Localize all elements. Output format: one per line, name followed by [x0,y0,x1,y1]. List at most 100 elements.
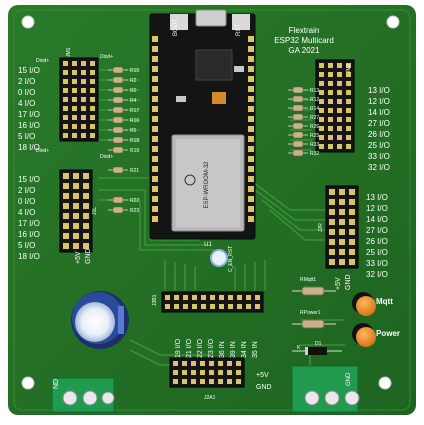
right-top-labels: 13 I/O12 I/O14 I/O27 I/O26 I/O25 I/O33 I… [368,86,390,172]
io-label: 34 IN [241,341,248,358]
resistor-label: R0 [130,88,137,94]
esp-pin [152,36,158,42]
esp-pin [248,186,254,192]
esp-pin [152,76,158,82]
header-pin [191,361,196,366]
header-pin [339,259,345,265]
io-label: 0 I/O [18,197,35,206]
esp-pin [152,166,158,172]
header-pin [81,97,86,102]
io-label: 25 I/O [368,141,390,150]
right-power-5v: +5V [335,277,342,290]
resistor-label: R23 [130,208,139,214]
esp-left-pins [152,36,158,222]
diod-plus-2: Diod+ [100,54,113,60]
esp-pin [248,136,254,142]
esp-pin [152,206,158,212]
resistor-label: R12 [310,97,319,103]
header-pin [192,295,197,300]
header-pin [337,63,342,68]
header-pin [346,72,351,77]
header-pin [337,108,342,113]
resistor-label: R26 [310,124,319,130]
header-pin [329,219,335,225]
left-power-gnd: GND [85,248,92,264]
header-pin [182,370,187,375]
rmqtt-body [301,286,325,296]
header-pin [72,88,77,93]
jm2-header [315,59,355,153]
diod-plus-3: Diod+ [36,148,49,154]
io-label: 17 I/O [18,110,40,119]
header-pin [319,90,324,95]
esp-pin [152,66,158,72]
header-pin [329,189,335,195]
resistor: R17 [108,106,139,114]
rst-label: RST [236,24,242,36]
esp-pin [152,116,158,122]
esp-pin [248,206,254,212]
header-pin [174,304,179,309]
esp-pin [248,166,254,172]
header-pin [339,199,345,205]
resistor: R23 [108,206,139,214]
header-pin [255,295,260,300]
header-pin [328,108,333,113]
io-label: 13 I/O [368,86,390,95]
resistor-label: R33 [310,142,319,148]
header-pin [346,90,351,95]
io-label: 18 I/O [18,252,40,261]
header-pin [228,295,233,300]
header-pin [173,379,178,384]
io-label: 16 I/O [18,230,40,239]
io-label: 5 I/O [18,132,35,141]
header-pin [81,106,86,111]
resistor: R12 [288,95,319,103]
j3b1-label: J3B1 [152,294,158,306]
header-pin [319,63,324,68]
header-pin [63,243,69,249]
io-label: 17 I/O [18,219,40,228]
io-label: 19 I/O [175,338,182,358]
header-pin [81,79,86,84]
io-label: 14 I/O [368,108,390,117]
voltage-regulator [212,92,226,104]
io-label: 12 I/O [368,97,390,106]
header-pin [218,370,223,375]
header-pin [349,229,355,235]
header-pin [83,183,89,189]
io-label: 26 I/O [368,130,390,139]
term-left-label: ND [53,379,60,389]
esp-pin [152,56,158,62]
header-pin [349,189,355,195]
header-pin [63,115,68,120]
jm2-label: JM2 [346,63,352,73]
header-pin [349,249,355,255]
esp-pin [248,66,254,72]
k-label: K [297,345,301,351]
esp-pin [248,76,254,82]
resistor-label: R15 [130,68,139,74]
header-pin [349,199,355,205]
header-pin [90,88,95,93]
resistor: R26 [288,122,319,130]
resistor-label: R32 [310,151,319,157]
rmqtt-label: RMqtt1 [300,277,316,283]
header-pin [73,243,79,249]
header-pin [346,63,351,68]
header-pin [337,99,342,104]
header-pin [319,135,324,140]
resistor-label: R2 [130,78,137,84]
header-pin [337,90,342,95]
esp-pin [152,46,158,52]
io-label: 12 I/O [366,204,388,213]
header-pin [328,117,333,122]
right-mid-labels: 13 I/O12 I/O14 I/O27 I/O26 I/O25 I/O33 I… [366,193,388,279]
boot-button [170,14,188,30]
header-pin [72,70,77,75]
header-pin [201,295,206,300]
header-pin [83,193,89,199]
resistor: R5 [108,126,137,134]
header-pin [83,233,89,239]
